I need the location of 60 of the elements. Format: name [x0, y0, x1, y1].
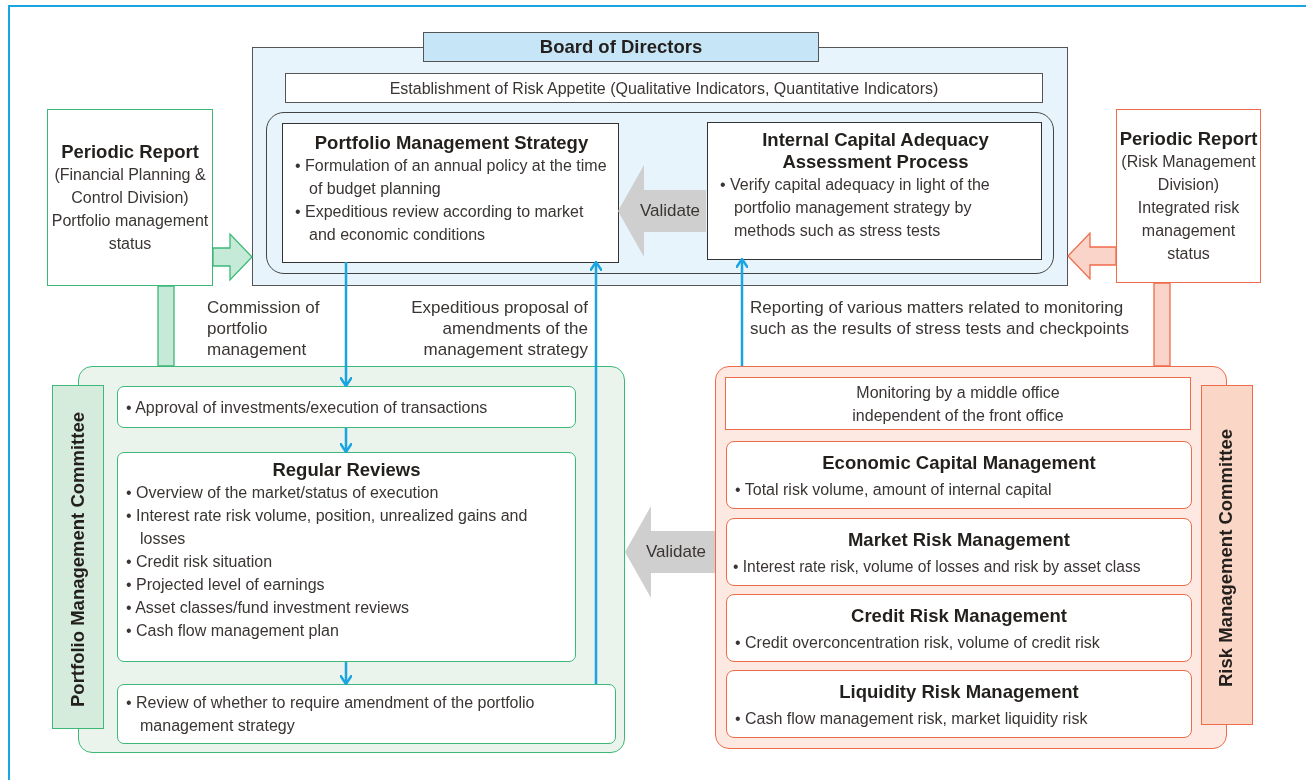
box-text: (Financial Planning & Control Division)	[53, 164, 207, 208]
report-box	[1116, 109, 1261, 283]
bullet-item: • Review of whether to require amendment of the portfolio management strategy	[126, 693, 536, 736]
process-box	[117, 386, 576, 428]
edge-label: Expeditious proposal of amendments of the management strategy	[410, 297, 588, 360]
box-text: Monitoring by a middle office independent of the front office	[851, 382, 1065, 426]
bullet-item: • Total risk volume, amount of internal capital	[735, 480, 1053, 500]
box-heading: Credit Risk Management	[850, 605, 1068, 627]
process-box	[726, 518, 1192, 586]
block-arrow	[625, 506, 715, 598]
process-box	[726, 441, 1192, 509]
bullet-item: • Approval of investments/execution of transactions	[126, 398, 489, 418]
box-heading: Internal Capital Adequacy Assessment Process	[761, 129, 990, 173]
connector-bar	[1153, 282, 1171, 367]
process-box	[707, 122, 1042, 260]
text-box	[725, 377, 1191, 430]
bullet-item: • Projected level of earnings	[126, 575, 326, 595]
box-text: Integrated risk management status	[1136, 197, 1241, 264]
edge-label: Validate	[638, 200, 702, 221]
box-heading: Economic Capital Management	[821, 452, 1097, 474]
rounded-frame	[266, 112, 1054, 274]
process-box	[726, 594, 1192, 662]
bullet-item: • Cash flow management plan	[126, 621, 340, 641]
bullet-item: • Overview of the market/status of execution	[126, 483, 440, 503]
bullet-item: • Formulation of an annual policy at the time of budget planning	[295, 156, 608, 199]
box-heading: Regular Reviews	[271, 459, 422, 481]
text-box	[285, 73, 1043, 103]
box-heading: Periodic Report	[1119, 127, 1258, 150]
box-text: (Risk Management Division)	[1120, 151, 1257, 195]
report-box	[47, 109, 213, 286]
edge-label: Reporting of various matters related to monitoring such as the results of stress tests and checkpoints	[750, 297, 1130, 339]
bullet-item: • Interest rate risk, volume of losses and risk by asset class	[733, 557, 1142, 577]
process-box	[117, 684, 616, 744]
block-arrow	[212, 232, 253, 282]
vertical-label: Portfolio Management Committee	[66, 411, 89, 709]
process-box	[117, 452, 576, 662]
edge-label: Commission of portfolio management	[207, 297, 321, 360]
bullet-item: • Interest rate risk volume, position, unrealized gains and losses	[126, 506, 529, 549]
arrow	[338, 262, 354, 388]
box-heading: Periodic Report	[60, 140, 200, 163]
box-heading: Liquidity Risk Management	[838, 681, 1080, 703]
arrow	[338, 662, 354, 686]
edge-label: Validate	[644, 541, 708, 562]
box-heading: Portfolio Management Strategy	[313, 132, 590, 154]
box-text: Portfolio management status	[50, 210, 210, 254]
bullet-item: • Cash flow management risk, market liquidity risk	[735, 709, 1089, 729]
bullet-item: • Verify capital adequacy in light of the portfolio management strategy by methods such as stress tests	[720, 175, 991, 241]
heading-tab: Board of Directors	[423, 32, 819, 62]
connector-bar	[157, 285, 175, 367]
block-arrow	[1067, 231, 1117, 281]
arrow	[338, 428, 354, 454]
bullet-item: • Credit overconcentration risk, volume of credit risk	[735, 633, 1101, 653]
bullet-item: • Expeditious review according to market and economic conditions	[295, 202, 585, 245]
vertical-label: Risk Management Committee	[1214, 427, 1237, 689]
box-heading: Market Risk Management	[846, 529, 1072, 551]
process-box	[282, 123, 619, 263]
bullet-item: • Asset classes/fund investment reviews	[126, 598, 411, 618]
box-text: Establishment of Risk Appetite (Qualitative Indicators, Quantitative Indicators)	[389, 78, 939, 99]
bullet-item: • Credit risk situation	[126, 552, 274, 572]
process-box	[726, 670, 1192, 738]
